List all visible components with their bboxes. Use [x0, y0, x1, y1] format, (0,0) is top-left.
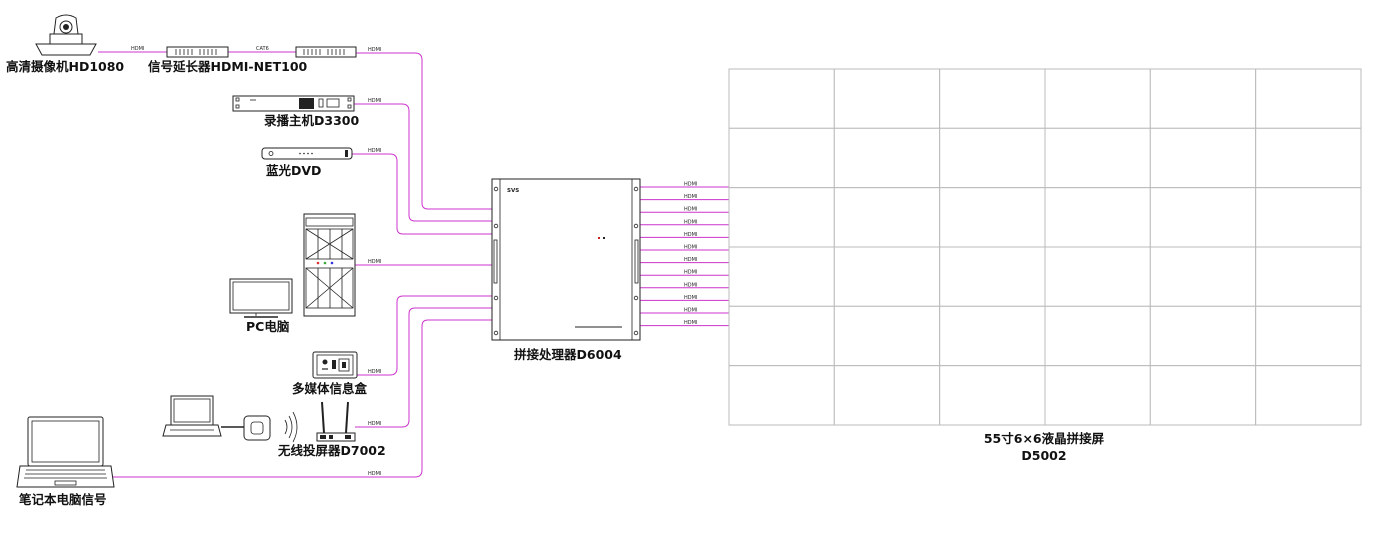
screen-panel	[939, 187, 1046, 248]
screen-panel	[728, 187, 835, 248]
screen-panel	[833, 246, 941, 307]
media-box-icon	[312, 351, 358, 379]
splice-processor	[491, 178, 641, 341]
wireless-dongle-icon	[243, 415, 271, 441]
screen-panel	[939, 68, 1046, 129]
hdmi-tag: HDMI	[684, 257, 697, 263]
hdmi-tag: HDMI	[131, 46, 144, 52]
processor-brand: SVS	[507, 188, 519, 194]
recorder-icon	[232, 95, 355, 112]
screen-panel	[728, 127, 835, 189]
screen-panel	[1149, 127, 1257, 189]
hdmi-tag: HDMI	[684, 270, 697, 276]
hdmi-tag: HDMI	[684, 282, 697, 288]
screen-panel	[1255, 187, 1362, 248]
wireless-receiver-icon	[316, 401, 356, 442]
screen-panel	[1149, 68, 1257, 129]
screen-panel	[1255, 246, 1362, 307]
hdmi-tag: HDMI	[368, 98, 381, 104]
screen-panel	[939, 305, 1046, 367]
screen-panel	[833, 305, 941, 367]
wire-laptop-processor	[106, 319, 492, 478]
laptop-small-icon	[162, 395, 222, 437]
screen-panel	[1044, 365, 1151, 426]
wire-extender-processor	[356, 52, 492, 210]
screen-panel	[1149, 365, 1257, 426]
screen-panel	[833, 68, 941, 129]
screen-panel	[1044, 246, 1151, 307]
recorder-label: 录播主机D3300	[264, 113, 359, 128]
processor-label: 拼接处理器D6004	[514, 347, 622, 362]
hdmi-tag: HDMI	[684, 219, 697, 225]
screen-panel	[728, 305, 835, 367]
wire-mediabox-processor	[357, 295, 492, 376]
dvd-label: 蓝光DVD	[266, 163, 321, 178]
pc-tower-icon	[303, 213, 356, 317]
extender-tx-icon	[166, 46, 229, 58]
dvd-player-icon	[261, 147, 353, 160]
hdmi-tag: HDMI	[684, 194, 697, 200]
screen-panel	[1044, 68, 1151, 129]
hdmi-tag: HDMI	[684, 232, 697, 238]
hdmi-tag: HDMI	[684, 245, 697, 251]
hdmi-tag: HDMI	[684, 182, 697, 188]
hdmi-tag: HDMI	[368, 471, 381, 477]
hdmi-tag: HDMI	[368, 148, 381, 154]
extender-rx-icon	[295, 46, 357, 58]
screen-panel	[1255, 305, 1362, 367]
hdmi-tag: HDMI	[368, 369, 381, 375]
wifi-signal-icon	[284, 411, 298, 443]
screen-panel	[1044, 127, 1151, 189]
screen-panel	[1255, 365, 1362, 426]
cat6-tag: CAT6	[256, 46, 269, 52]
camera-label: 高清摄像机HD1080	[6, 59, 124, 74]
screen-panel	[1044, 305, 1151, 367]
wire-labels: HDMI CAT6 HDMI HDMI HDMI HDMI HDMI HDMI …	[131, 46, 381, 477]
wire-recorder-processor	[354, 103, 492, 222]
video-wall	[728, 68, 1362, 426]
screen-panel	[728, 68, 835, 129]
screen-panel	[939, 365, 1046, 426]
screen-panel	[833, 365, 941, 426]
monitor-icon	[229, 278, 293, 318]
screen-panel	[1149, 305, 1257, 367]
screen-panel	[833, 187, 941, 248]
wire-wireless-processor	[355, 307, 492, 428]
screen-panel	[939, 127, 1046, 189]
screen-panel	[1149, 187, 1257, 248]
hdmi-tag: HDMI	[684, 207, 697, 213]
screen-panel	[833, 127, 941, 189]
hdmi-tag: HDMI	[368, 47, 381, 53]
extender-label: 信号延长器HDMI-NET100	[148, 59, 308, 74]
wall-model: D5002	[1021, 448, 1066, 463]
screen-panel	[1044, 187, 1151, 248]
wall-label: 55寸6×6液晶拼接屏	[984, 431, 1105, 446]
pc-label: PC电脑	[246, 319, 290, 334]
camera-icon	[35, 14, 97, 56]
signal-wires	[98, 51, 492, 478]
hdmi-tag: HDMI	[684, 308, 697, 314]
wireless-label: 无线投屏器D7002	[277, 443, 386, 458]
laptop-icon	[16, 416, 115, 488]
laptop-label: 笔记本电脑信号	[18, 492, 107, 507]
wire-dvd-processor	[352, 153, 492, 235]
hdmi-tag: HDMI	[368, 421, 381, 427]
hdmi-tag: HDMI	[684, 295, 697, 301]
mediabox-label: 多媒体信息盒	[292, 381, 368, 396]
hdmi-tag: HDMI	[368, 259, 381, 265]
hdmi-tag: HDMI	[684, 320, 697, 326]
screen-panel	[728, 365, 835, 426]
screen-panel	[939, 246, 1046, 307]
screen-panel	[728, 246, 835, 307]
screen-panel	[1255, 127, 1362, 189]
processor-output-wires: HDMI HDMI HDMI HDMI HDMI HDMI HDMI HDMI HDMI HDMI…	[640, 182, 735, 327]
screen-panel	[1255, 68, 1362, 129]
screen-panel	[1149, 246, 1257, 307]
